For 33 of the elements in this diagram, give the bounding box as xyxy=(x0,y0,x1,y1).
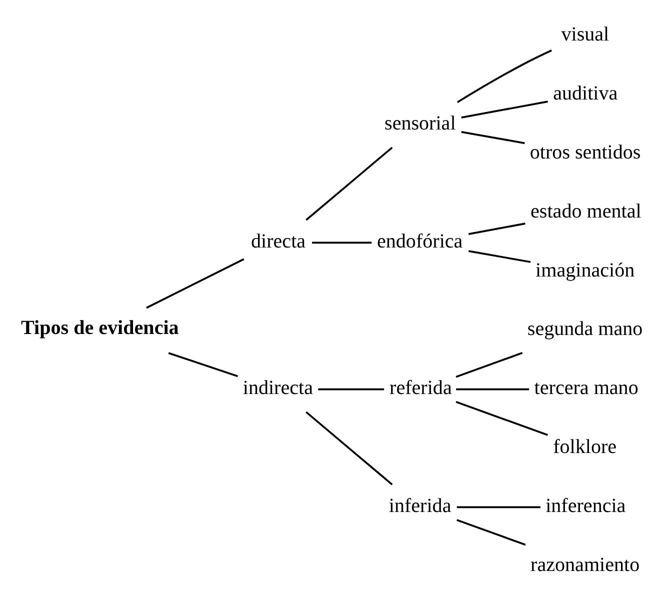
connector xyxy=(456,388,529,390)
node-text: razonamiento xyxy=(530,554,640,576)
node-text: visual xyxy=(560,24,609,46)
connector xyxy=(456,519,526,546)
connector xyxy=(456,50,552,104)
node-text: inferida xyxy=(388,494,451,517)
node-text: indirecta xyxy=(242,377,313,400)
node-text: inferencia xyxy=(545,494,626,517)
node-text: folklore xyxy=(552,436,616,458)
connector xyxy=(168,352,238,378)
node-text: tercera mano xyxy=(534,377,638,400)
connector xyxy=(460,131,524,144)
connector xyxy=(146,258,244,309)
node-text: otros sentidos xyxy=(529,141,640,164)
node-text: sensorial xyxy=(384,112,456,135)
connector xyxy=(305,146,392,221)
connector xyxy=(312,242,372,244)
node-text: segunda mano xyxy=(526,318,642,340)
node-text: endofórica xyxy=(376,230,462,252)
node-text: auditiva xyxy=(552,82,618,105)
connector xyxy=(460,100,548,118)
node-text: directa xyxy=(250,230,306,252)
node-text: imaginación xyxy=(535,259,634,282)
node-text: referida xyxy=(389,377,452,400)
connector xyxy=(305,411,392,486)
connector xyxy=(468,222,525,235)
node-text: estado mental xyxy=(530,200,641,222)
connector xyxy=(455,352,522,378)
connector xyxy=(455,400,548,436)
connector xyxy=(318,388,384,390)
connector xyxy=(468,250,530,263)
connector xyxy=(456,506,540,508)
node-text: Tipos de evidencia xyxy=(20,316,178,339)
